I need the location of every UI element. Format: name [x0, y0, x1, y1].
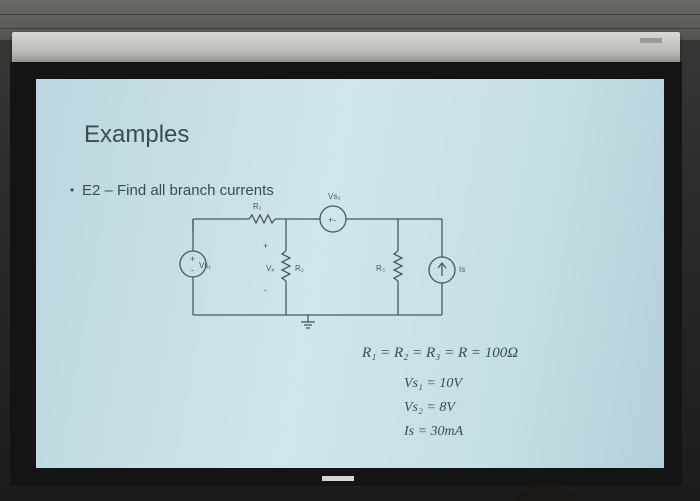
label-is: Is — [459, 265, 465, 274]
resistor-r2 — [280, 250, 292, 282]
label-vs2: Vs₂ — [328, 192, 340, 201]
label-r2: R₂ — [295, 264, 304, 273]
projected-slide: Examples • E2 – Find all branch currents — [36, 79, 664, 468]
ceiling-seam — [0, 28, 700, 29]
plus-symbol: + — [190, 254, 195, 264]
resistor-r1 — [248, 213, 276, 225]
vx-minus: - — [264, 285, 267, 295]
resistor-r3 — [392, 250, 404, 282]
is-equation: Is = 30mA — [404, 424, 464, 439]
vs1-equation: Vs₁ = 10V — [404, 376, 462, 391]
vs2-equation: Vs₂ = 8V — [404, 400, 455, 415]
arrow-up-icon — [437, 261, 447, 269]
circuit-diagram: +- + - R₁ Vs₂ R₂ Vₓ + - R₃ Vs₁ Is — [179, 192, 465, 329]
ceiling-seam — [0, 14, 700, 15]
vx-plus: + — [263, 241, 268, 251]
brand-logo — [640, 38, 662, 43]
label-vs1: Vs₁ — [199, 261, 211, 270]
audience-head — [505, 484, 585, 501]
projector-screen-housing — [12, 32, 680, 64]
bullet-text: E2 – Find all branch currents — [82, 182, 274, 199]
slide-title: Examples — [84, 121, 190, 148]
bullet-icon: • — [70, 183, 75, 197]
label-vx: Vₓ — [266, 264, 274, 273]
label-r1: R₁ — [253, 202, 262, 211]
label-r3: R₃ — [376, 264, 385, 273]
screen-pull-tab — [322, 476, 354, 481]
resistor-equation: R₁ = R₂ = R₃ = R = 100Ω — [362, 345, 519, 361]
plus-minus-symbol: +- — [328, 215, 336, 225]
minus-symbol: - — [191, 265, 194, 275]
